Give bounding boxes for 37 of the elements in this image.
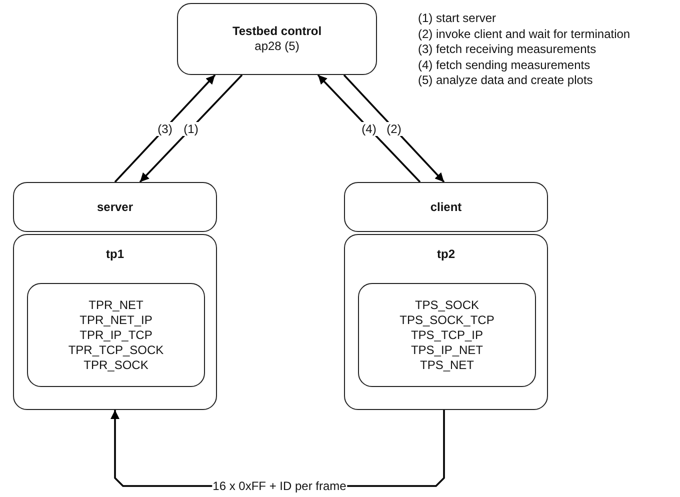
module-name: TPR_NET_IP — [80, 312, 152, 328]
module-name: TPR_SOCK — [84, 358, 148, 372]
box-title: tp1 — [106, 247, 124, 262]
edge-label: (3) — [156, 122, 174, 136]
module-name: TPR_TCP_SOCK — [68, 342, 164, 358]
note: (1) start server — [418, 11, 498, 26]
arrow — [343, 74, 445, 183]
host-group-box — [344, 234, 548, 410]
arrow — [114, 74, 216, 183]
host-box — [344, 182, 548, 232]
arrow — [317, 74, 421, 183]
edge-label: 16 x 0xFF + ID per frame — [212, 479, 348, 493]
module-name: TPS_TCP_IP — [410, 328, 483, 342]
host-group-box — [13, 234, 217, 410]
box-title: tp2 — [437, 247, 455, 262]
module-name: TPS_NET — [420, 358, 474, 372]
module-name: TPR_NET — [88, 298, 144, 312]
module-name: TPS_SOCK — [414, 298, 479, 312]
note: (2) invoke client and wait for termination — [418, 26, 630, 42]
edge-label: (2) — [386, 122, 402, 136]
note: (3) fetch receiving measurements — [418, 42, 598, 58]
note: (5) analyze data and create plots — [418, 73, 594, 88]
edge-label: (4) — [360, 122, 378, 136]
module-name: TPR_IP_TCP — [80, 328, 152, 342]
box-subtitle: ap28 (5) — [254, 39, 300, 54]
box-title: server — [96, 200, 134, 214]
note: (4) fetch sending measurements — [418, 58, 592, 73]
arrow — [139, 74, 243, 183]
box-title: client — [430, 200, 462, 214]
module-name: TPS_SOCK_TCP — [400, 312, 494, 328]
host-box — [13, 182, 217, 232]
edge-label: (1) — [182, 122, 200, 136]
control-box — [177, 3, 377, 75]
module-list-box — [27, 283, 205, 387]
module-name: TPS_IP_NET — [410, 342, 483, 358]
module-list-box — [358, 283, 536, 387]
box-title: Testbed control — [232, 24, 322, 39]
